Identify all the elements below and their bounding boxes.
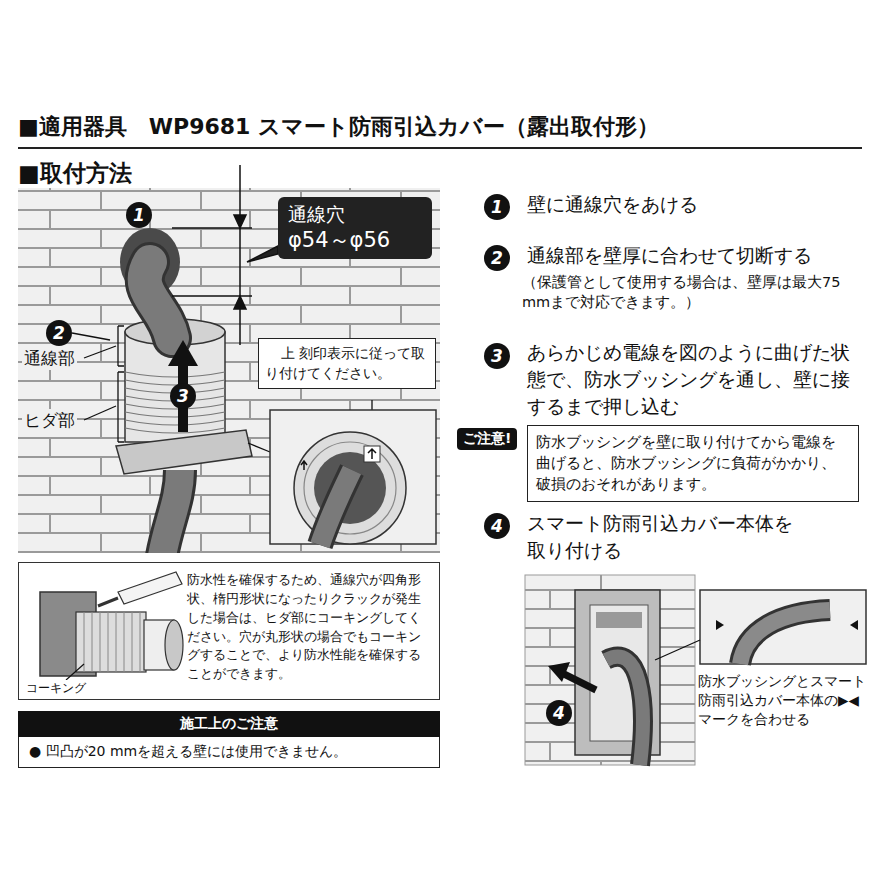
caution-table: 施工上のご注意● 凹凸が20 mmを超える壁には使用できません。 [18,711,440,768]
step4-illustration-part [596,612,642,628]
figure-note: 防水ブッシングとスマート防雨引込カバー本体の▶◀ マークを合わせる [698,672,870,729]
caulking-illustration [40,572,183,680]
wall-illustration-part [168,340,198,366]
callout-number: 4 [546,700,572,726]
leader-lines-part [84,406,116,420]
step-text: 通線部を壁厚に合わせて切断する [527,243,812,269]
wall-illustration-part [162,470,180,556]
caution-badge: ご注意! [457,428,517,450]
zoom-inset [270,410,436,545]
node-text: 上 刻印表示に従って取り付けてください。 [265,344,429,383]
caulking-illustration-part [98,598,118,606]
step-number: 2 [484,245,510,271]
note-box: 上 刻印表示に従って取り付けてください。 [258,338,436,389]
wall-illustration-part [125,372,225,433]
step-note: （保護管として使用する場合は、壁厚は最大75 mmまで対応できます。） [522,272,852,313]
zoom-inset-part [270,410,436,544]
title-rule-part [18,147,862,149]
step4-illustration-part [700,590,866,664]
wall-illustration [18,188,440,559]
node-text: 防水性を確保するため、通線穴が四角形状、楕円形状になったりクラックが発生した場合… [187,571,433,684]
node-text: ● 凹凸が20 mmを超える壁には使用できません。 [18,737,440,768]
caulking-box: 防水性を確保するため、通線穴が四角形状、楕円形状になったりクラックが発生した場合… [18,562,440,700]
dimension-lines-part [239,165,241,345]
caution-note: 防水ブッシングを壁に取り付けてから電線を曲げると、防水ブッシングに負荷がかかり、… [527,425,859,502]
step-number: 3 [484,343,510,369]
node-text: 施工上のご注意 [18,711,440,737]
node-text: φ54～φ56 [288,227,422,254]
node-text: ご注意! [463,430,511,448]
leader-lines-part [72,333,110,340]
zoom-inset-part [301,461,307,470]
step4-illustration-part [548,662,570,682]
leader-lines-part [248,443,270,452]
leader-lines-part [84,346,116,358]
zoom-inset-part [320,470,352,545]
title-rule [18,148,862,149]
caulking-illustration-part [76,612,146,672]
section-heading: ■取付方法 [18,158,132,189]
step-number: 4 [484,513,510,539]
leader-lines-part [118,326,124,366]
wall-illustration-part [145,262,172,338]
caulking-illustration-part [165,620,183,670]
callout-number: 1 [126,202,152,228]
step4-illustration-part [740,610,830,664]
step4-illustration-part [560,672,596,690]
title-text: ■適用器具 WP9681 スマート防雨引込カバー（露出取付形） [18,112,659,142]
step4-illustration-part [525,575,695,765]
step4-illustration [525,575,866,765]
leader-lines-part [118,372,124,442]
step4-illustration-part [606,657,643,765]
caulking-illustration-part [84,612,140,672]
dimension-lines-part [234,215,246,228]
step4-illustration-part [740,610,830,664]
step-text: あらかじめ電線を図のように曲げた状態で、防水ブッシングを通し、壁に接するまで押し… [527,339,867,420]
caulking-illustration-part [118,572,182,604]
step-number: 1 [484,194,510,220]
wall-illustration-part [116,430,252,474]
dimension-lines-part [247,246,278,262]
wall-illustration-part [162,470,180,556]
part-name: コーキング [24,680,88,697]
step4-illustration-part [716,620,724,630]
zoom-inset-part [364,446,380,462]
part-name: 通線部 [22,347,77,370]
callout-number: 2 [46,320,72,346]
wall-illustration-part [145,262,172,338]
zoom-inset-part [294,432,406,544]
step4-illustration-part [606,657,643,765]
node-text: 防水ブッシングを壁に取り付けてから電線を曲げると、防水ブッシングに負荷がかかり、… [536,432,850,495]
part-name: ヒダ部 [22,409,77,432]
dimension-lines-part [234,296,246,309]
step4-illustration-part [655,640,700,660]
callout-number: 3 [170,383,196,409]
node-text: 通線穴 [288,202,422,227]
step4-illustration-part [850,620,858,630]
step-text: 壁に通線穴をあける [527,192,698,218]
zoom-inset-part [320,470,352,545]
caulking-illustration-part [66,664,84,680]
wall-illustration-part [18,553,440,559]
dimension-lines [172,165,278,345]
zoom-inset-part [368,449,376,459]
callout-box: 通線穴φ54～φ56 [278,197,432,259]
step-text: スマート防雨引込カバー本体を取り付ける [527,510,807,564]
wall-illustration-part [18,188,440,553]
